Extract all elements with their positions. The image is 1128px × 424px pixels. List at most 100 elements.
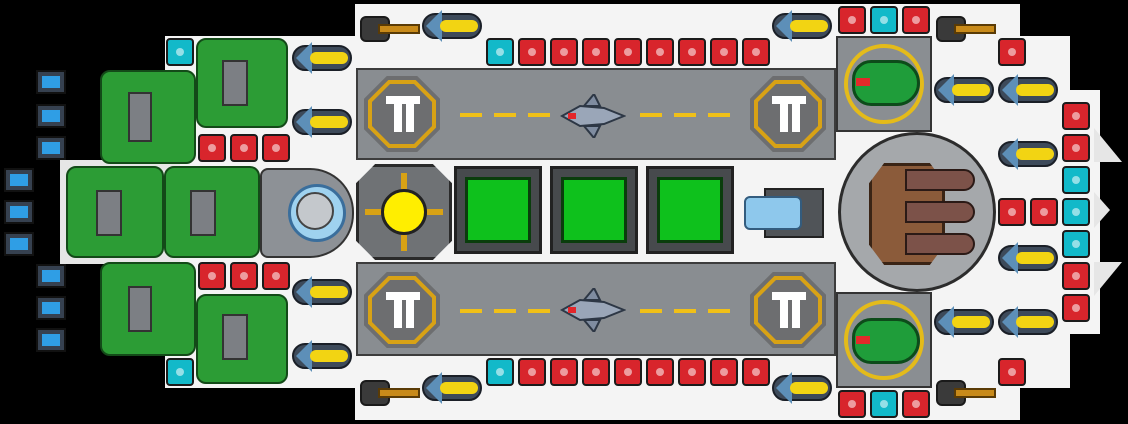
runway-marking [460, 309, 482, 313]
armor-tile[interactable] [998, 358, 1026, 386]
plasma-conduit[interactable] [744, 168, 834, 258]
armor-tile[interactable] [838, 390, 866, 418]
armor-tile[interactable] [1062, 102, 1090, 130]
laser-turret-icon[interactable] [934, 306, 996, 338]
thruster[interactable] [36, 264, 66, 288]
laser-turret-icon[interactable] [998, 138, 1060, 170]
armor-tile[interactable] [1062, 262, 1090, 290]
landing-pad[interactable] [750, 272, 826, 348]
armor-tile[interactable] [486, 358, 514, 386]
fighter-craft-icon[interactable] [560, 288, 626, 332]
armor-tile[interactable] [518, 38, 546, 66]
cargo-pod[interactable] [646, 166, 734, 254]
armor-tile[interactable] [870, 390, 898, 418]
armor-tile[interactable] [614, 38, 642, 66]
landing-pad[interactable] [364, 76, 440, 152]
armor-tile[interactable] [550, 358, 578, 386]
reactor-icon[interactable] [356, 164, 452, 260]
armor-tile[interactable] [262, 262, 290, 290]
armor-tile[interactable] [678, 358, 706, 386]
armor-tile[interactable] [998, 198, 1026, 226]
fuel-pipe [128, 92, 152, 142]
laser-turret-icon[interactable] [998, 242, 1060, 274]
armor-tile[interactable] [582, 358, 610, 386]
runway-marking [674, 309, 696, 313]
thruster[interactable] [4, 232, 34, 256]
runway-marking [528, 113, 550, 117]
armor-tile[interactable] [1062, 198, 1090, 226]
armor-tile[interactable] [1062, 166, 1090, 194]
armor-tile[interactable] [1062, 230, 1090, 258]
armor-tile[interactable] [902, 6, 930, 34]
armor-tile[interactable] [742, 38, 770, 66]
armor-tile[interactable] [582, 38, 610, 66]
armor-tile[interactable] [742, 358, 770, 386]
armor-tile[interactable] [998, 38, 1026, 66]
fighter-craft-icon[interactable] [560, 94, 626, 138]
laser-turret-icon[interactable] [422, 372, 484, 404]
landing-pad[interactable] [364, 272, 440, 348]
armor-tile[interactable] [646, 38, 674, 66]
armor-tile[interactable] [710, 358, 738, 386]
prow-spike [1094, 128, 1122, 162]
autocannon-icon[interactable] [358, 376, 422, 410]
autocannon-icon[interactable] [934, 376, 998, 410]
fuel-pipe [190, 190, 216, 236]
thruster[interactable] [36, 136, 66, 160]
cargo-pod[interactable] [454, 166, 542, 254]
armor-tile[interactable] [166, 358, 194, 386]
laser-turret-icon[interactable] [772, 10, 834, 42]
armor-tile[interactable] [230, 262, 258, 290]
armor-tile[interactable] [646, 358, 674, 386]
armor-tile[interactable] [550, 38, 578, 66]
armor-tile[interactable] [1062, 294, 1090, 322]
armor-tile[interactable] [1062, 134, 1090, 162]
beam-turret-icon[interactable] [836, 36, 932, 132]
armor-tile[interactable] [710, 38, 738, 66]
beam-turret-icon[interactable] [836, 292, 932, 388]
landing-pad[interactable] [750, 76, 826, 152]
runway-marking [460, 113, 482, 117]
thruster[interactable] [36, 104, 66, 128]
laser-turret-icon[interactable] [934, 74, 996, 106]
shield-emitter-icon[interactable] [260, 168, 354, 258]
laser-turret-icon[interactable] [292, 42, 354, 74]
armor-tile[interactable] [678, 38, 706, 66]
runway-marking [640, 113, 662, 117]
armor-tile[interactable] [518, 358, 546, 386]
laser-turret-icon[interactable] [292, 106, 354, 138]
laser-turret-icon[interactable] [422, 10, 484, 42]
runway-marking [494, 113, 516, 117]
laser-turret-icon[interactable] [772, 372, 834, 404]
pi-glyph-icon [772, 96, 806, 132]
thruster[interactable] [4, 200, 34, 224]
armor-tile[interactable] [230, 134, 258, 162]
thruster[interactable] [36, 328, 66, 352]
armor-tile[interactable] [486, 38, 514, 66]
armor-tile[interactable] [166, 38, 194, 66]
armor-tile[interactable] [614, 358, 642, 386]
armor-tile[interactable] [198, 262, 226, 290]
armor-tile[interactable] [1030, 198, 1058, 226]
armor-tile[interactable] [838, 6, 866, 34]
armor-tile[interactable] [262, 134, 290, 162]
armor-tile[interactable] [198, 134, 226, 162]
thruster[interactable] [36, 70, 66, 94]
thruster[interactable] [36, 296, 66, 320]
armor-tile[interactable] [902, 390, 930, 418]
fuel-pipe [222, 60, 248, 106]
thruster[interactable] [4, 168, 34, 192]
armor-tile[interactable] [870, 6, 898, 34]
laser-turret-icon[interactable] [998, 74, 1060, 106]
laser-turret-icon[interactable] [998, 306, 1060, 338]
laser-turret-icon[interactable] [292, 276, 354, 308]
prow-spike [1094, 262, 1122, 296]
laser-turret-icon[interactable] [292, 340, 354, 372]
autocannon-icon[interactable] [934, 12, 998, 46]
cargo-pod[interactable] [550, 166, 638, 254]
runway-marking [708, 113, 730, 117]
missile-launcher-icon[interactable] [838, 132, 996, 292]
runway-marking [674, 113, 696, 117]
fuel-pipe [222, 314, 248, 360]
autocannon-icon[interactable] [358, 12, 422, 46]
